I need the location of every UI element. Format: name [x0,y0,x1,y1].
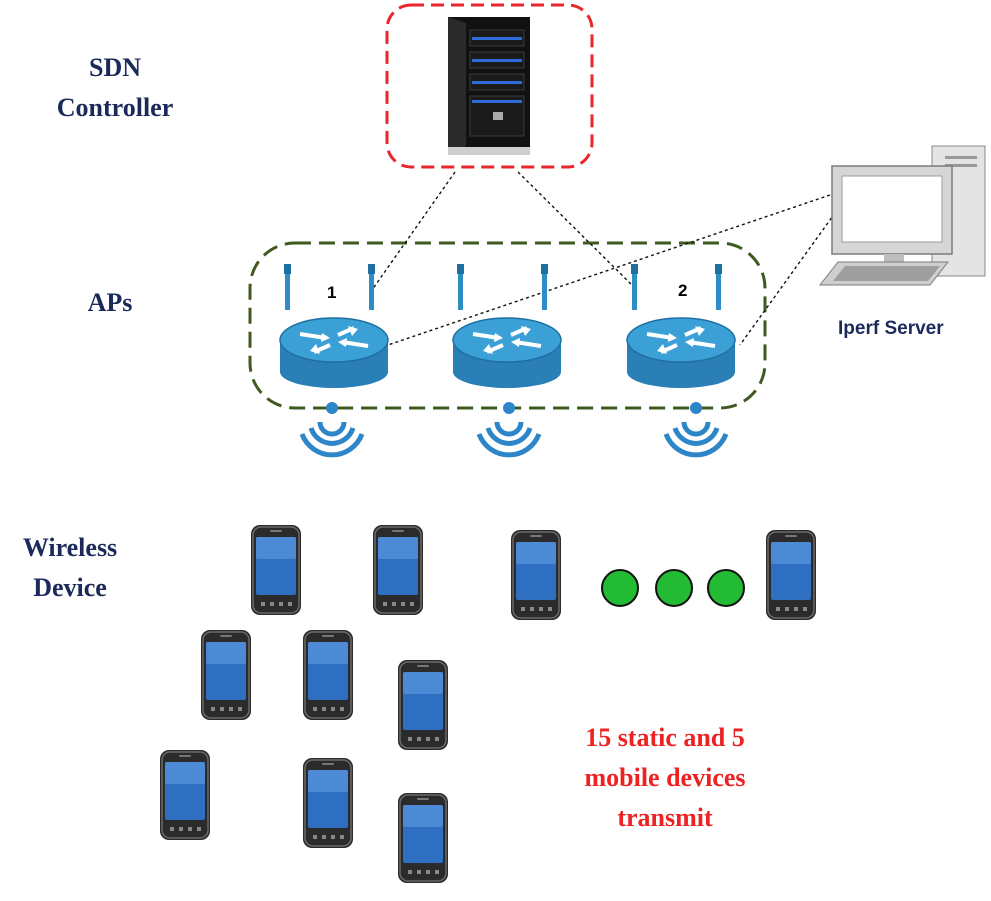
sdn-label-line2: Controller [56,93,174,122]
smartphone-icon [250,524,302,616]
caption-line2: mobile devices [584,763,746,792]
smartphone-icon [397,659,449,751]
smartphone-icon [302,757,354,849]
smartphone-icon [510,529,562,621]
smartphone-icon [302,629,354,721]
wireless-label-line2: Device [33,573,107,602]
caption-line3: transmit [617,803,713,832]
controller-box [385,3,594,169]
sdn-controller-label: SDN Controller [20,48,210,128]
wireless-device-label: Wireless Device [0,528,140,608]
green-dot-icon [707,569,745,607]
sdn-label-line1: SDN [88,53,141,82]
wifi-signal-icon [302,402,362,455]
aps-label: APs [87,288,133,317]
ap-number-1: 1 [327,283,337,302]
green-dot-icon [655,569,693,607]
smartphone-icon [372,524,424,616]
wireless-router-icon [451,262,563,390]
smartphone-icon [397,792,449,884]
smartphone-icon [200,629,252,721]
smartphone-icon [159,749,211,841]
wifi-signal-icon [479,402,539,455]
caption-line1: 15 static and 5 [585,723,745,752]
desktop-computer-icon [818,145,986,286]
wifi-signal-icon [666,402,726,455]
device-count-caption: 15 static and 5 mobile devices transmit [540,718,790,838]
iperf-server-label: Iperf Server [838,318,944,339]
green-dot-icon [601,569,639,607]
server-tower-icon [448,17,530,155]
smartphone-icon [765,529,817,621]
network-links [371,171,836,346]
wireless-label-line1: Wireless [22,533,118,562]
ap-number-2: 2 [678,281,688,300]
